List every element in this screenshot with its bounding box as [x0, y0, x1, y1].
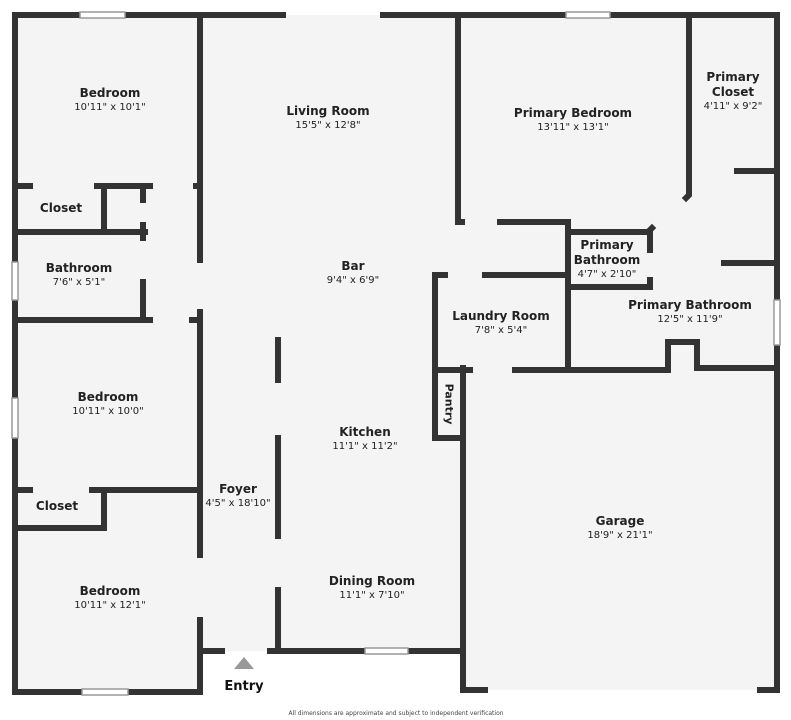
room-garage: Garage 18'9" x 21'1" [587, 514, 652, 542]
room-name: Laundry Room [452, 309, 550, 323]
window [565, 11, 611, 19]
room-dims: 9'4" x 6'9" [326, 275, 380, 286]
room-pantry: Pantry [442, 383, 456, 425]
room-dims: 13'11" x 13'1" [537, 122, 609, 133]
room-dims: 11'1" x 7'10" [339, 590, 405, 601]
room-primary-bathroom: Primary Bathroom 12'5" x 11'9" [628, 298, 752, 326]
room-living-room: Living Room 15'5" x 12'8" [286, 104, 369, 132]
room-primary-bathroom-small: Primary Bathroom 4'7" x 2'10" [569, 238, 645, 281]
bedroom-floor [15, 651, 200, 692]
room-name: Bathroom [45, 261, 113, 275]
room-dims: 7'8" x 5'4" [474, 325, 528, 336]
room-dims: 4'11" x 9'2" [703, 101, 763, 112]
room-name: Closet [35, 499, 79, 513]
room-name: Bedroom [79, 584, 141, 598]
room-bar: Bar 9'4" x 6'9" [327, 259, 379, 287]
room-closet-1: Closet [40, 201, 82, 216]
windows [11, 11, 781, 696]
room-dims: 10'11" x 10'1" [74, 102, 146, 113]
room-primary-bedroom: Primary Bedroom 13'11" x 13'1" [514, 106, 632, 134]
room-kitchen: Kitchen 11'1" x 11'2" [332, 425, 397, 453]
entry-label: Entry [224, 679, 264, 694]
room-name: Primary Bedroom [513, 106, 633, 120]
disclaimer: All dimensions are approximate and subje… [288, 710, 504, 717]
window [773, 299, 781, 346]
room-dims: 18'9" x 21'1" [587, 530, 653, 541]
window [11, 397, 19, 439]
room-name: Kitchen [339, 425, 391, 439]
room-dims: 10'11" x 10'0" [72, 406, 144, 417]
walls [12, 12, 780, 695]
room-closet-2: Closet [36, 499, 78, 514]
room-foyer: Foyer 4'5" x 18'10" [205, 482, 270, 510]
room-bathroom: Bathroom 7'6" x 5'1" [46, 261, 112, 289]
window [79, 11, 126, 19]
room-name: Foyer [219, 482, 257, 496]
room-dims: 15'5" x 12'8" [295, 120, 361, 131]
room-name: Garage [595, 514, 645, 528]
room-name: Primary Bathroom [628, 298, 752, 312]
room-name: Primary Bathroom [573, 238, 641, 267]
room-name: Bar [341, 259, 365, 273]
room-dims: 4'7" x 2'10" [577, 269, 637, 280]
room-name: Primary Closet [706, 70, 760, 99]
window [364, 647, 409, 655]
room-dining-room: Dining Room 11'1" x 7'10" [329, 574, 415, 602]
room-dims: 12'5" x 11'9" [657, 314, 723, 325]
room-primary-closet: Primary Closet 4'11" x 9'2" [698, 70, 768, 113]
room-dims: 4'5" x 18'10" [205, 498, 271, 509]
room-name: Closet [39, 201, 83, 215]
window [81, 688, 129, 696]
garage-floor [463, 368, 777, 690]
entry-arrow-icon [234, 657, 254, 669]
room-name: Dining Room [328, 574, 416, 588]
room-dims: 10'11" x 12'1" [74, 600, 146, 611]
room-bedroom-3: Bedroom 10'11" x 12'1" [74, 584, 146, 612]
room-name: Bedroom [77, 390, 139, 404]
room-bedroom-1: Bedroom 10'11" x 10'1" [74, 86, 146, 114]
room-name: Bedroom [79, 86, 141, 100]
room-dims: 7'6" x 5'1" [52, 277, 106, 288]
room-dims: 11'1" x 11'2" [332, 441, 398, 452]
window [11, 261, 19, 301]
room-bedroom-2: Bedroom 10'11" x 10'0" [72, 390, 144, 418]
room-name: Living Room [286, 104, 370, 118]
room-laundry-room: Laundry Room 7'8" x 5'4" [452, 309, 550, 337]
